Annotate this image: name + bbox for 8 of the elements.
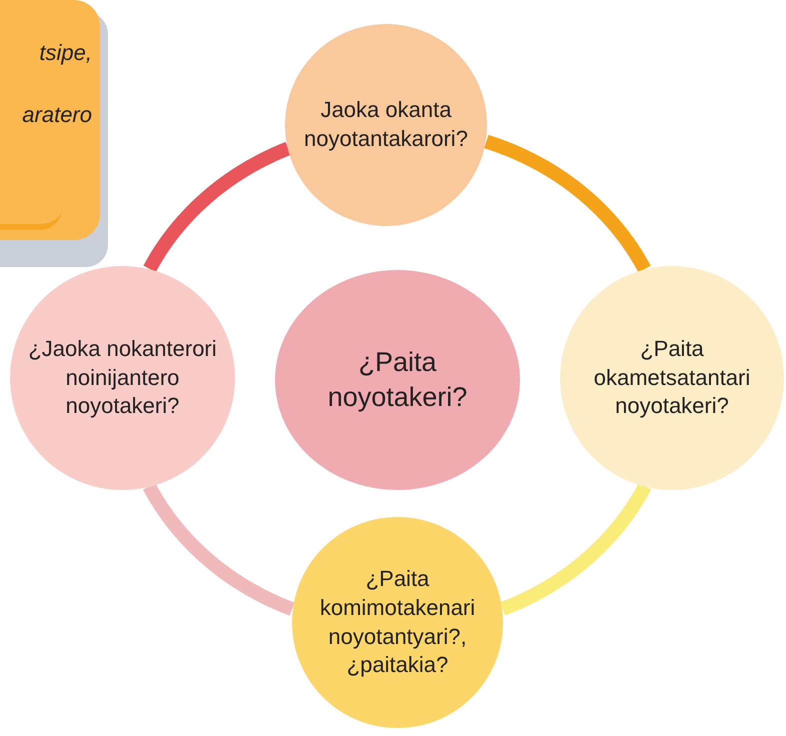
question-text: ¿Paita komimotakenari noyotantyari?, ¿paitakia?: [318, 565, 476, 680]
question-text: Jaoka okanta noyotantakarori?: [303, 96, 469, 153]
question-text: ¿Paita noyotakeri?: [326, 346, 468, 414]
note-text: tsipe,: [39, 40, 92, 66]
note-text: aratero: [22, 102, 92, 128]
note-card: [0, 0, 100, 240]
question-text: ¿Jaoka nokanterori noinijantero noyotakeri?: [28, 335, 217, 420]
question-text: ¿Paita okametsatantari noyotakeri?: [592, 335, 752, 420]
